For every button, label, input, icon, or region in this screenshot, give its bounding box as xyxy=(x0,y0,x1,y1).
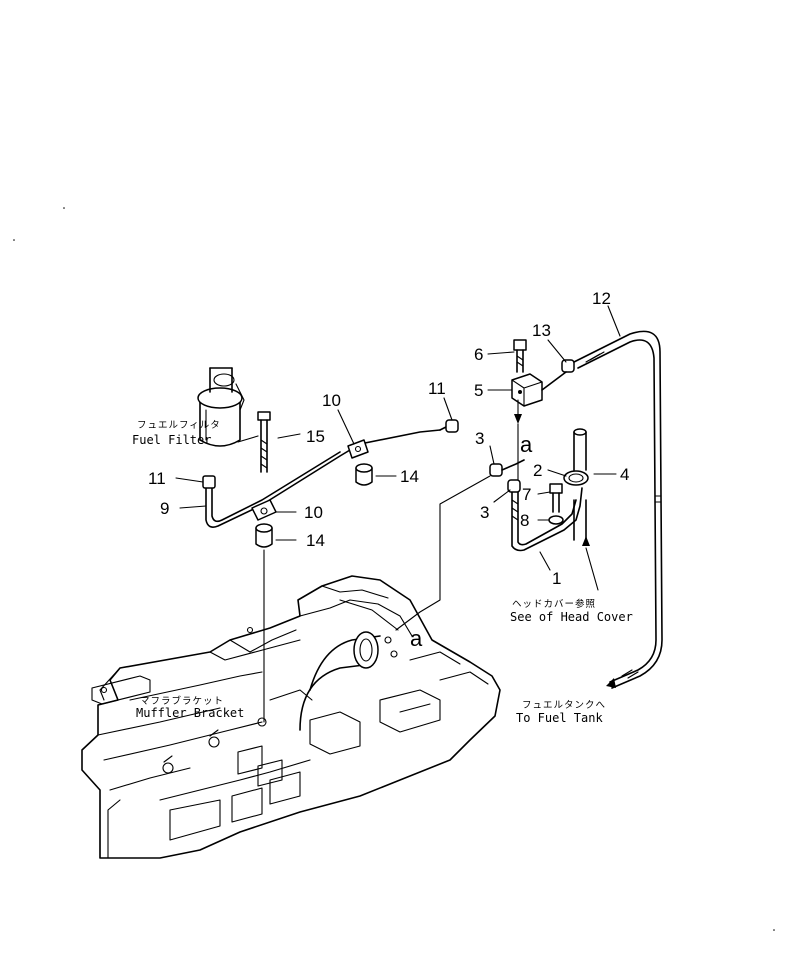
part-10-lower-label: 10 xyxy=(304,503,323,522)
connector-block-5 xyxy=(511,373,543,407)
connection-mark-a-upper: a xyxy=(520,432,533,457)
scan-speck xyxy=(773,929,775,931)
bolt-7 xyxy=(549,483,563,513)
spacer-14-right xyxy=(355,463,373,486)
part-5-label: 5 xyxy=(474,381,483,400)
fuel-tank-label-en: To Fuel Tank xyxy=(516,711,603,725)
sleeve-nut-3-upper xyxy=(489,463,503,477)
part-3-upper-label: 3 xyxy=(475,429,484,448)
arrow-a-head xyxy=(514,414,522,424)
callout-head-cover: ヘッドカバー参照 See of Head Cover xyxy=(510,598,633,624)
scan-speck xyxy=(63,207,65,209)
part-7-label: 7 xyxy=(522,485,531,504)
part-12-label: 12 xyxy=(592,289,611,308)
connection-mark-a-lower: a xyxy=(410,626,423,651)
part-6-label: 6 xyxy=(474,345,483,364)
bolt-15 xyxy=(257,411,271,473)
part-14-lower-label: 14 xyxy=(306,531,325,550)
part-9-label: 9 xyxy=(160,499,169,518)
part-11-left-label: 11 xyxy=(148,469,166,488)
callout-fuel-filter: フュエルフィルタ Fuel Filter xyxy=(132,420,221,447)
part-2-label: 2 xyxy=(533,461,542,480)
muffler-bracket-label-en: Muffler Bracket xyxy=(136,706,244,720)
part-14-right-label: 14 xyxy=(400,467,419,486)
head-cover-label-en: See of Head Cover xyxy=(510,610,633,624)
part-11-right-label: 11 xyxy=(428,379,446,398)
part-number-labels: 1 2 3 3 4 5 6 7 8 9 10 10 11 11 12 13 14… xyxy=(148,289,629,588)
pipe-5-to-13 xyxy=(541,371,567,391)
fuel-filter-label-jp: フュエルフィルタ xyxy=(137,420,221,431)
sleeve-nut-13 xyxy=(561,359,575,373)
engine-block xyxy=(81,575,501,859)
part-8-label: 8 xyxy=(520,511,529,530)
clamp-10-upper xyxy=(347,439,369,459)
part-15-label: 15 xyxy=(306,427,325,446)
callout-muffler-bracket: マフラブラケット Muffler Bracket xyxy=(136,695,244,720)
scan-speck xyxy=(13,239,15,241)
part-4-label: 4 xyxy=(620,465,629,484)
head-cover-fitting xyxy=(563,428,589,541)
fuel-filter xyxy=(197,367,245,447)
fuel-pipe-9 xyxy=(202,429,441,528)
pipe-3-link xyxy=(501,459,525,471)
connection-line-a xyxy=(395,475,491,631)
callout-fuel-tank: フュエルタンクへ To Fuel Tank xyxy=(516,700,606,725)
fuel-filter-label-en: Fuel Filter xyxy=(132,433,211,447)
muffler-bracket-label-jp: マフラブラケット xyxy=(140,695,224,707)
return-pipe-12 xyxy=(573,330,663,689)
part-13-label: 13 xyxy=(532,321,551,340)
bolt-6 xyxy=(513,339,527,373)
washer-8 xyxy=(548,515,564,525)
sleeve-nut-11-right xyxy=(439,419,459,433)
fuel-tank-label-jp: フュエルタンクへ xyxy=(522,700,606,711)
part-1-label: 1 xyxy=(552,569,561,588)
part-10-upper-label: 10 xyxy=(322,391,341,410)
fuel-pipe-1 xyxy=(511,487,583,552)
spacer-14-lower xyxy=(255,523,273,548)
sleeve-nut-3-lower xyxy=(507,479,521,493)
part-3-lower-label: 3 xyxy=(480,503,489,522)
head-cover-label-jp: ヘッドカバー参照 xyxy=(512,598,596,610)
leader-lines xyxy=(175,305,621,591)
